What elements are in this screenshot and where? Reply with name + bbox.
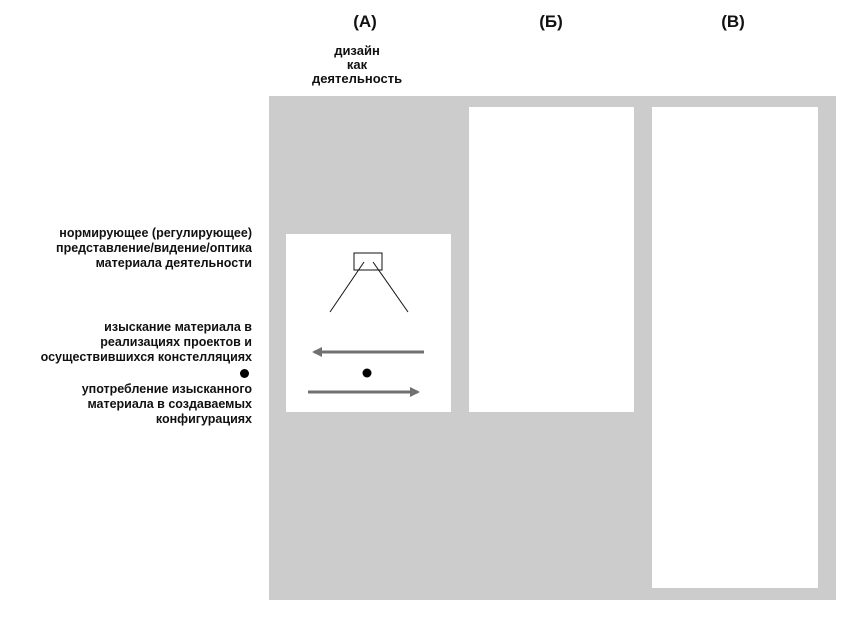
column-header-c: (В) [721, 12, 745, 31]
label-search-line-3: осуществившихся констелляциях [40, 350, 252, 364]
left-bullet [240, 369, 249, 378]
column-a-subtitle-line-3: деятельность [311, 71, 403, 86]
column-a-subtitle-line-1: дизайн [334, 43, 380, 58]
box-column-c [652, 107, 818, 588]
label-search-line-2: реализациях проектов и [100, 335, 252, 349]
label-search-line-1: изыскание материала в [104, 320, 252, 334]
column-a-subtitle: дизайн как деятельность [282, 44, 432, 86]
label-use-line-2: материала в создаваемых [87, 397, 252, 411]
label-normative-line-3: материала деятельности [95, 256, 252, 270]
label-normative-line-1: нормирующее (регулирующее) [59, 226, 252, 240]
label-use-line-3: конфигурациях [155, 412, 252, 426]
label-normative-line-2: представление/видение/оптика [56, 241, 252, 255]
label-material-search: изыскание материала в реализациях проект… [0, 320, 252, 365]
column-header-a: (А) [353, 12, 377, 31]
label-use-line-1: употребление изысканного [81, 382, 252, 396]
label-material-use: употребление изысканного материала в соз… [0, 382, 252, 427]
box-column-b [469, 107, 634, 412]
label-normative-view: нормирующее (регулирующее) представление… [0, 226, 252, 271]
column-a-subtitle-line-2: как [346, 57, 368, 72]
column-header-b: (Б) [539, 12, 563, 31]
box-column-a [286, 234, 451, 412]
